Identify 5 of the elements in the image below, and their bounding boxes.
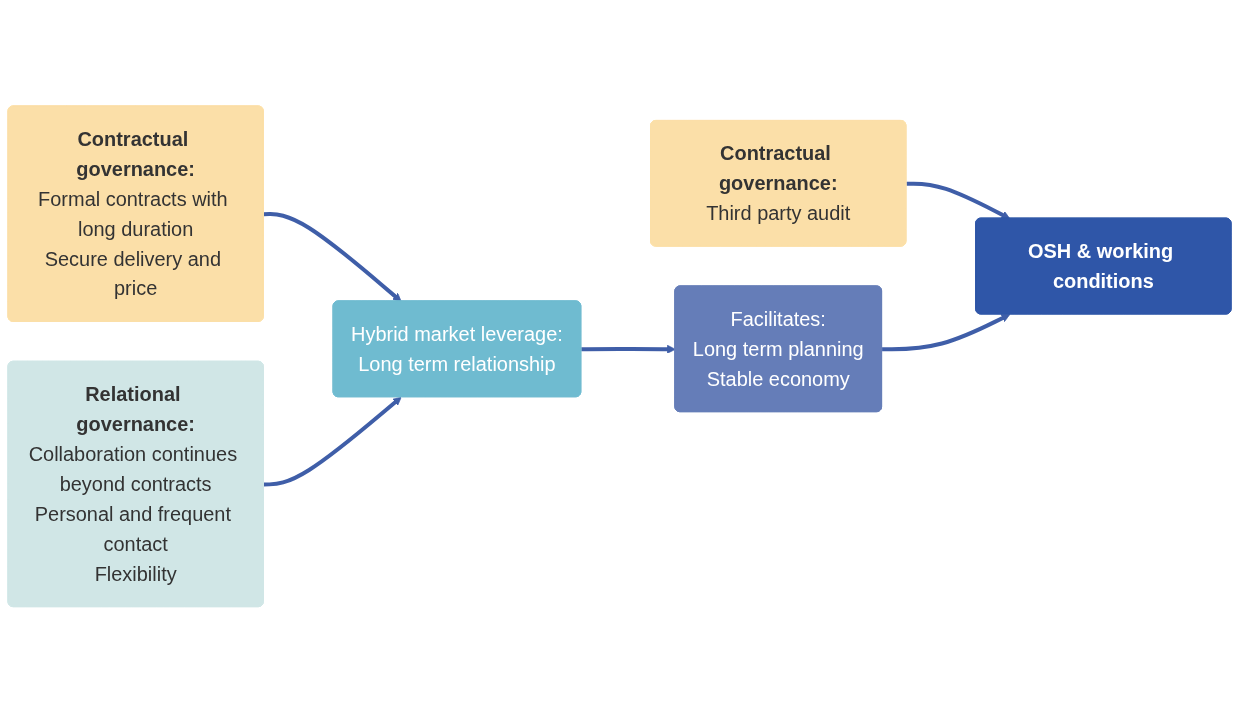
arrow [263,212,402,303]
arrow [906,181,1011,220]
arrow [263,397,402,487]
arrow [882,314,1011,352]
arrow [581,345,676,354]
